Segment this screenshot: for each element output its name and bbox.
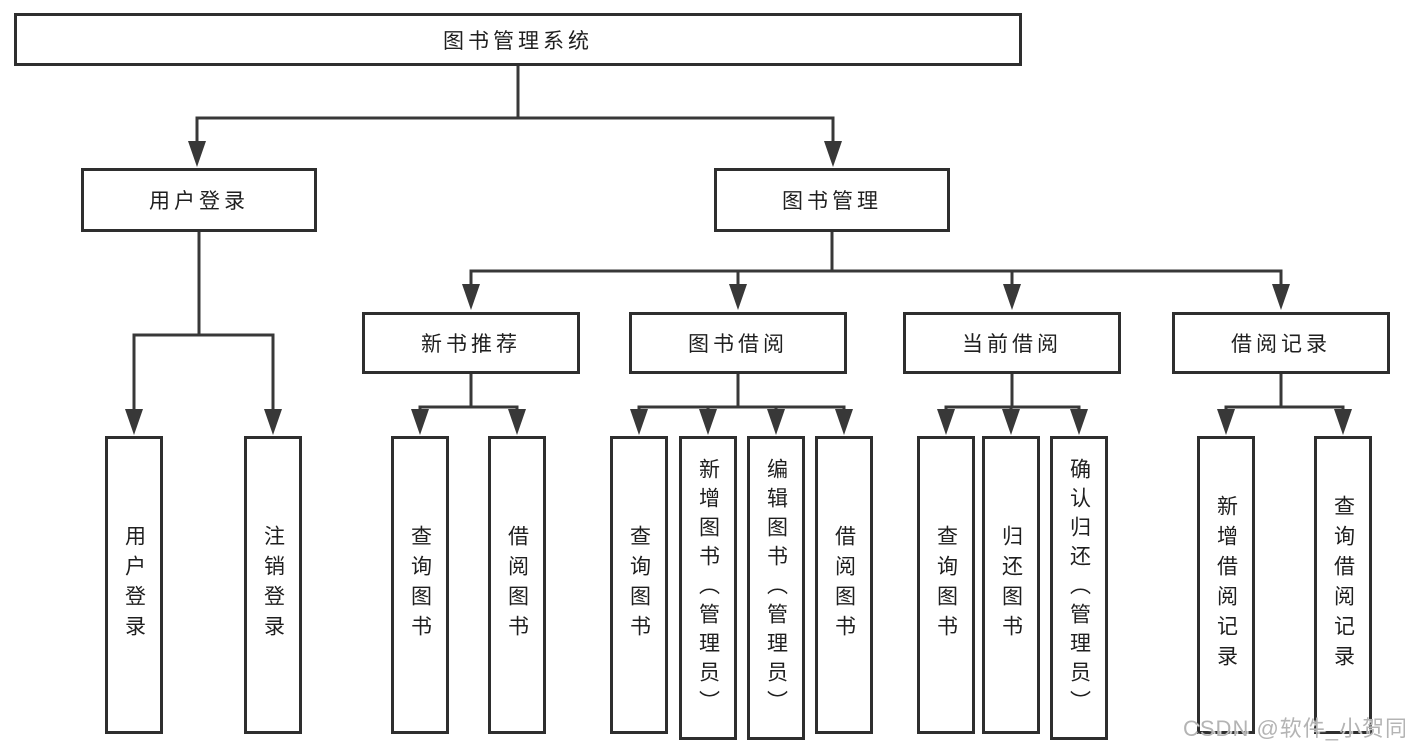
leaf-recommend-borrow-book-label: 借阅图书: [505, 525, 529, 645]
leaf-logout-login-label: 注销登录: [261, 525, 285, 645]
node-user-login-label: 用户登录: [149, 190, 249, 213]
csdn-watermark: CSDN @软件_小贺同学: [1183, 716, 1405, 741]
connector-manage-children: [469, 232, 1283, 296]
leaf-user-login: 用户登录: [105, 436, 163, 734]
leaf-records-query-record-label: 查询借阅记录: [1331, 495, 1355, 675]
leaf-current-return-book: 归还图书: [982, 436, 1040, 734]
leaf-current-query-book-label: 查询图书: [934, 525, 958, 645]
node-book-borrow-label: 图书借阅: [688, 333, 788, 356]
leaf-borrow-query-book: 查询图书: [610, 436, 668, 734]
leaf-logout-login: 注销登录: [244, 436, 302, 734]
leaf-current-confirm-return-admin: 确认归还（管理员）: [1050, 436, 1108, 740]
leaf-user-login-label: 用户登录: [122, 525, 146, 645]
leaf-recommend-query-book: 查询图书: [391, 436, 449, 734]
node-user-login: 用户登录: [81, 168, 317, 232]
leaf-borrow-add-book-admin: 新增图书（管理员）: [679, 436, 737, 740]
node-borrow-records-label: 借阅记录: [1231, 333, 1331, 356]
node-new-book-recommend: 新书推荐: [362, 312, 580, 374]
node-book-manage: 图书管理: [714, 168, 950, 232]
connector-root-children: [195, 66, 835, 150]
node-book-manage-label: 图书管理: [782, 190, 882, 213]
leaf-records-add-record: 新增借阅记录: [1197, 436, 1255, 734]
node-root: 图书管理系统: [14, 13, 1022, 66]
node-borrow-records: 借阅记录: [1172, 312, 1390, 374]
leaf-borrow-edit-book-admin-label: 编辑图书（管理员）: [764, 457, 788, 719]
node-root-label: 图书管理系统: [443, 29, 593, 53]
leaf-borrow-query-book-label: 查询图书: [627, 525, 651, 645]
leaf-borrow-borrow-book-label: 借阅图书: [832, 525, 856, 645]
connector-login-children: [132, 232, 275, 422]
leaf-borrow-edit-book-admin: 编辑图书（管理员）: [747, 436, 805, 740]
connector-borrow-children: [637, 373, 846, 421]
leaf-recommend-borrow-book: 借阅图书: [488, 436, 546, 734]
leaf-borrow-borrow-book: 借阅图书: [815, 436, 873, 734]
leaf-records-query-record: 查询借阅记录: [1314, 436, 1372, 734]
node-new-book-recommend-label: 新书推荐: [421, 333, 521, 356]
node-current-borrow: 当前借阅: [903, 312, 1121, 374]
leaf-borrow-add-book-admin-label: 新增图书（管理员）: [696, 457, 720, 719]
arrowheads: [125, 141, 1352, 435]
leaf-recommend-query-book-label: 查询图书: [408, 525, 432, 645]
leaf-current-query-book: 查询图书: [917, 436, 975, 734]
node-book-borrow: 图书借阅: [629, 312, 847, 374]
connector-recommend-children: [418, 373, 519, 421]
leaf-records-add-record-label: 新增借阅记录: [1214, 495, 1238, 675]
leaf-current-return-book-label: 归还图书: [999, 525, 1023, 645]
node-current-borrow-label: 当前借阅: [962, 333, 1062, 356]
connector-records-children: [1224, 373, 1345, 421]
leaf-current-confirm-return-admin-label: 确认归还（管理员）: [1067, 457, 1091, 719]
